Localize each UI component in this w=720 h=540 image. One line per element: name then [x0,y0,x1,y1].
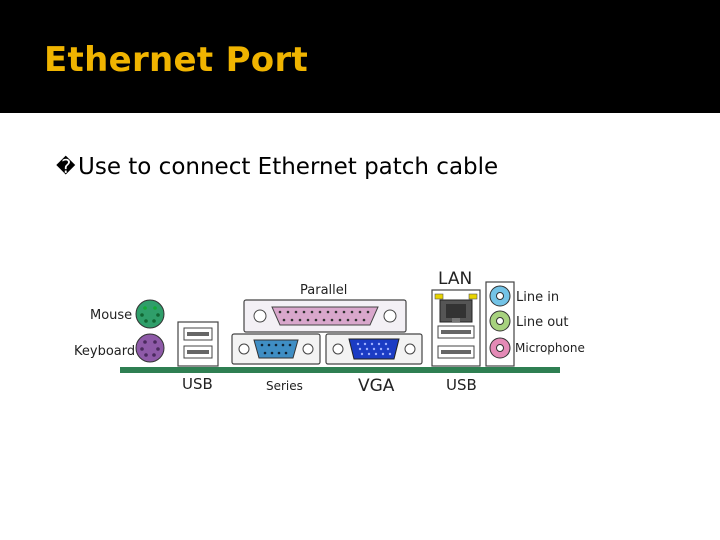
mouse-port [135,299,165,329]
microphone-label: Microphone [515,341,585,355]
parallel-label: Parallel [300,283,347,298]
vga-label: VGA [358,376,395,396]
slide-title: Ethernet Port [44,40,309,80]
board-edge [120,367,560,373]
serial-label: Series [266,379,303,393]
parallel-port [271,306,379,326]
lan-label: LAN [438,269,472,289]
usb-right-label: USB [446,376,477,394]
line-in-label: Line in [516,290,559,305]
keyboard-port [135,333,165,363]
io-panel-diagram: Mouse Keyboard USB Parallel Series VGA [56,262,600,397]
bullet-item: � Use to connect Ethernet patch cable [56,150,498,184]
bullet-icon: � [56,156,76,178]
keyboard-label: Keyboard [74,344,135,359]
mouse-label: Mouse [90,308,132,323]
line-out-label: Line out [516,315,569,330]
usb-left-label: USB [182,375,213,393]
title-bar: Ethernet Port [0,0,720,113]
serial-port [253,339,299,359]
bullet-text: Use to connect Ethernet patch cable [78,154,499,180]
